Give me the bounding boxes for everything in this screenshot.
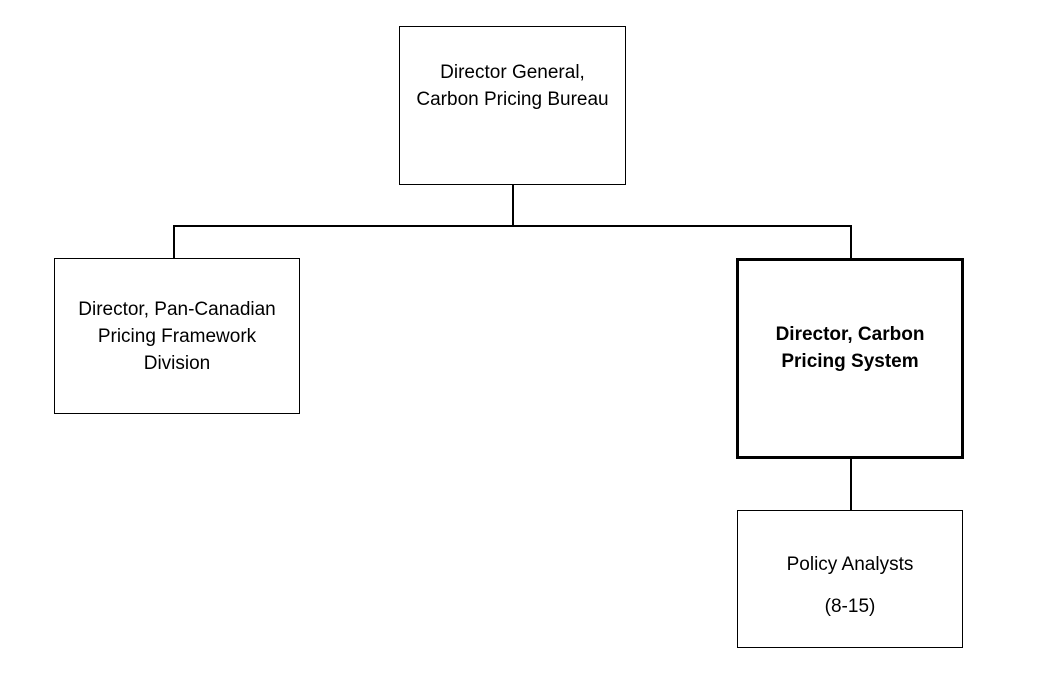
- policy-analysts-content: Policy Analysts (8-15): [738, 511, 962, 620]
- connector-to-policy-analysts: [850, 458, 852, 511]
- director-general-label: Director General, Carbon Pricing Bureau: [416, 62, 609, 110]
- connector-horizontal-branch: [173, 225, 852, 227]
- director-carbon-pricing-system-label: Director, Carbon Pricing System: [775, 324, 925, 372]
- policy-analysts-count: (8-15): [824, 596, 876, 617]
- director-general-box: Director General, Carbon Pricing Bureau: [399, 26, 626, 185]
- director-pan-canadian-label: Director, Pan-Canadian Pricing Framework…: [78, 299, 276, 374]
- director-carbon-pricing-system-box: Director, Carbon Pricing System: [736, 258, 964, 459]
- connector-to-pan-canadian: [173, 225, 175, 259]
- policy-analysts-box: Policy Analysts (8-15): [737, 510, 963, 648]
- policy-analysts-label: Policy Analysts: [786, 554, 914, 575]
- connector-to-carbon-pricing-system: [850, 225, 852, 259]
- connector-director-general-down: [512, 184, 514, 227]
- director-pan-canadian-box: Director, Pan-Canadian Pricing Framework…: [54, 258, 300, 414]
